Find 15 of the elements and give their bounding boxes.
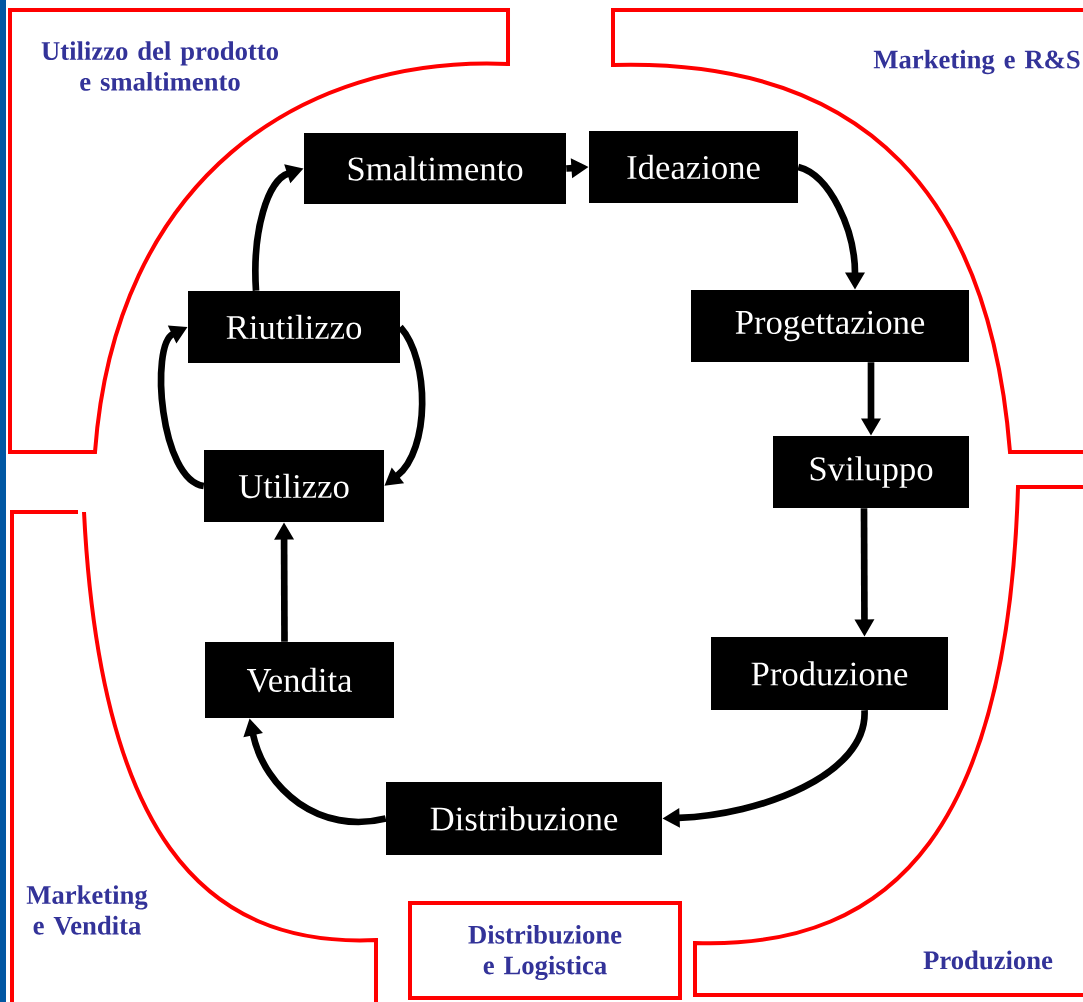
region-label: Marketing e R&S bbox=[873, 49, 1080, 75]
region-box: Distribuzione e Logistica bbox=[408, 901, 682, 1000]
process-box: Ideazione bbox=[589, 131, 798, 203]
process-box: Smaltimento bbox=[304, 133, 566, 204]
process-box: Riutilizzo bbox=[188, 291, 400, 363]
region-label: Utilizzo del prodotto e smaltimento bbox=[41, 41, 278, 91]
process-box: Sviluppo bbox=[773, 436, 969, 508]
process-box: Vendita bbox=[205, 642, 394, 718]
arrow bbox=[157, 325, 205, 490]
region-label: Produzione bbox=[923, 950, 1053, 970]
process-box: Produzione bbox=[711, 637, 948, 710]
region-label: Marketing e Vendita bbox=[26, 885, 148, 935]
process-box: Progettazione bbox=[691, 290, 969, 362]
process-box: Utilizzo bbox=[204, 450, 384, 522]
process-box: Distribuzione bbox=[386, 782, 662, 855]
